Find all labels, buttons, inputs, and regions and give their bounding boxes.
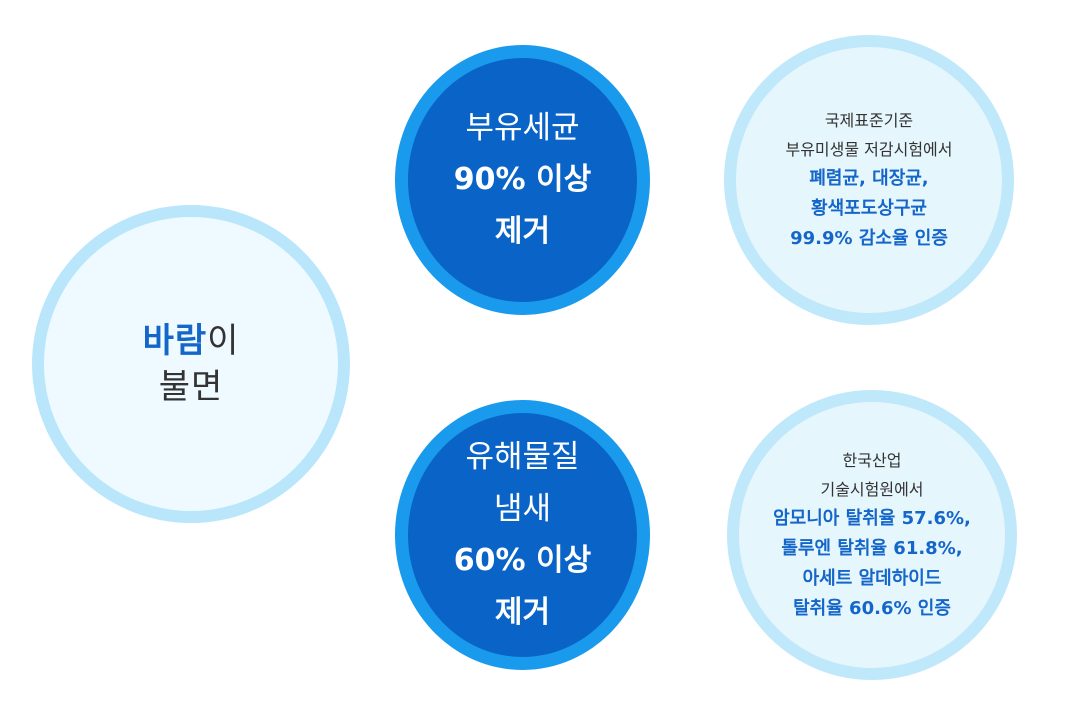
intro-accent-text: 바람 bbox=[142, 321, 208, 361]
wind-intro-circle: 바람이 불면 bbox=[32, 205, 350, 523]
intro-line-2: 불면 bbox=[158, 367, 224, 407]
odor-detail-line-6: 탈취율 60.6% 인증 bbox=[793, 598, 951, 619]
bacteria-detail-line-2: 부유미생물 저감시험에서 bbox=[785, 140, 953, 159]
odor-detail-line-1: 한국산업 bbox=[842, 451, 902, 470]
odor-detail-line-4: 톨루엔 탈취율 61.8%, bbox=[781, 538, 963, 559]
intro-rest-text: 이 bbox=[207, 321, 240, 361]
odor-claim-value: 60% 이상 bbox=[453, 543, 592, 578]
intro-line-1: 바람이 bbox=[143, 318, 240, 364]
bacteria-claim-title: 부유세균 bbox=[465, 110, 580, 146]
odor-claim-action: 제거 bbox=[494, 595, 551, 630]
odor-detail-line-3: 암모니아 탈취율 57.6%, bbox=[773, 508, 971, 529]
bacteria-detail-line-4: 황색포도상구균 bbox=[811, 198, 927, 219]
odor-detail-line-5: 아세트 알데하이드 bbox=[802, 568, 942, 589]
bacteria-detail-circle: 국제표준기준 부유미생물 저감시험에서 폐렴균, 대장균, 황색포도상구균 99… bbox=[724, 35, 1014, 325]
odor-claim-circle: 유해물질 냄새 60% 이상 제거 bbox=[395, 400, 650, 670]
odor-claim-subtitle: 냄새 bbox=[493, 491, 552, 527]
odor-detail-line-2: 기술시험원에서 bbox=[820, 480, 924, 499]
bacteria-detail-line-5: 99.9% 감소율 인증 bbox=[790, 228, 948, 249]
odor-detail-circle: 한국산업 기술시험원에서 암모니아 탈취율 57.6%, 톨루엔 탈취율 61.… bbox=[727, 390, 1017, 680]
odor-claim-title: 유해물질 bbox=[465, 439, 580, 475]
bacteria-detail-line-3: 폐렴균, 대장균, bbox=[809, 168, 929, 189]
bacteria-claim-action: 제거 bbox=[494, 214, 551, 249]
bacteria-detail-line-1: 국제표준기준 bbox=[824, 111, 914, 130]
bacteria-claim-value: 90% 이상 bbox=[453, 162, 592, 197]
bacteria-claim-circle: 부유세균 90% 이상 제거 bbox=[395, 45, 650, 315]
